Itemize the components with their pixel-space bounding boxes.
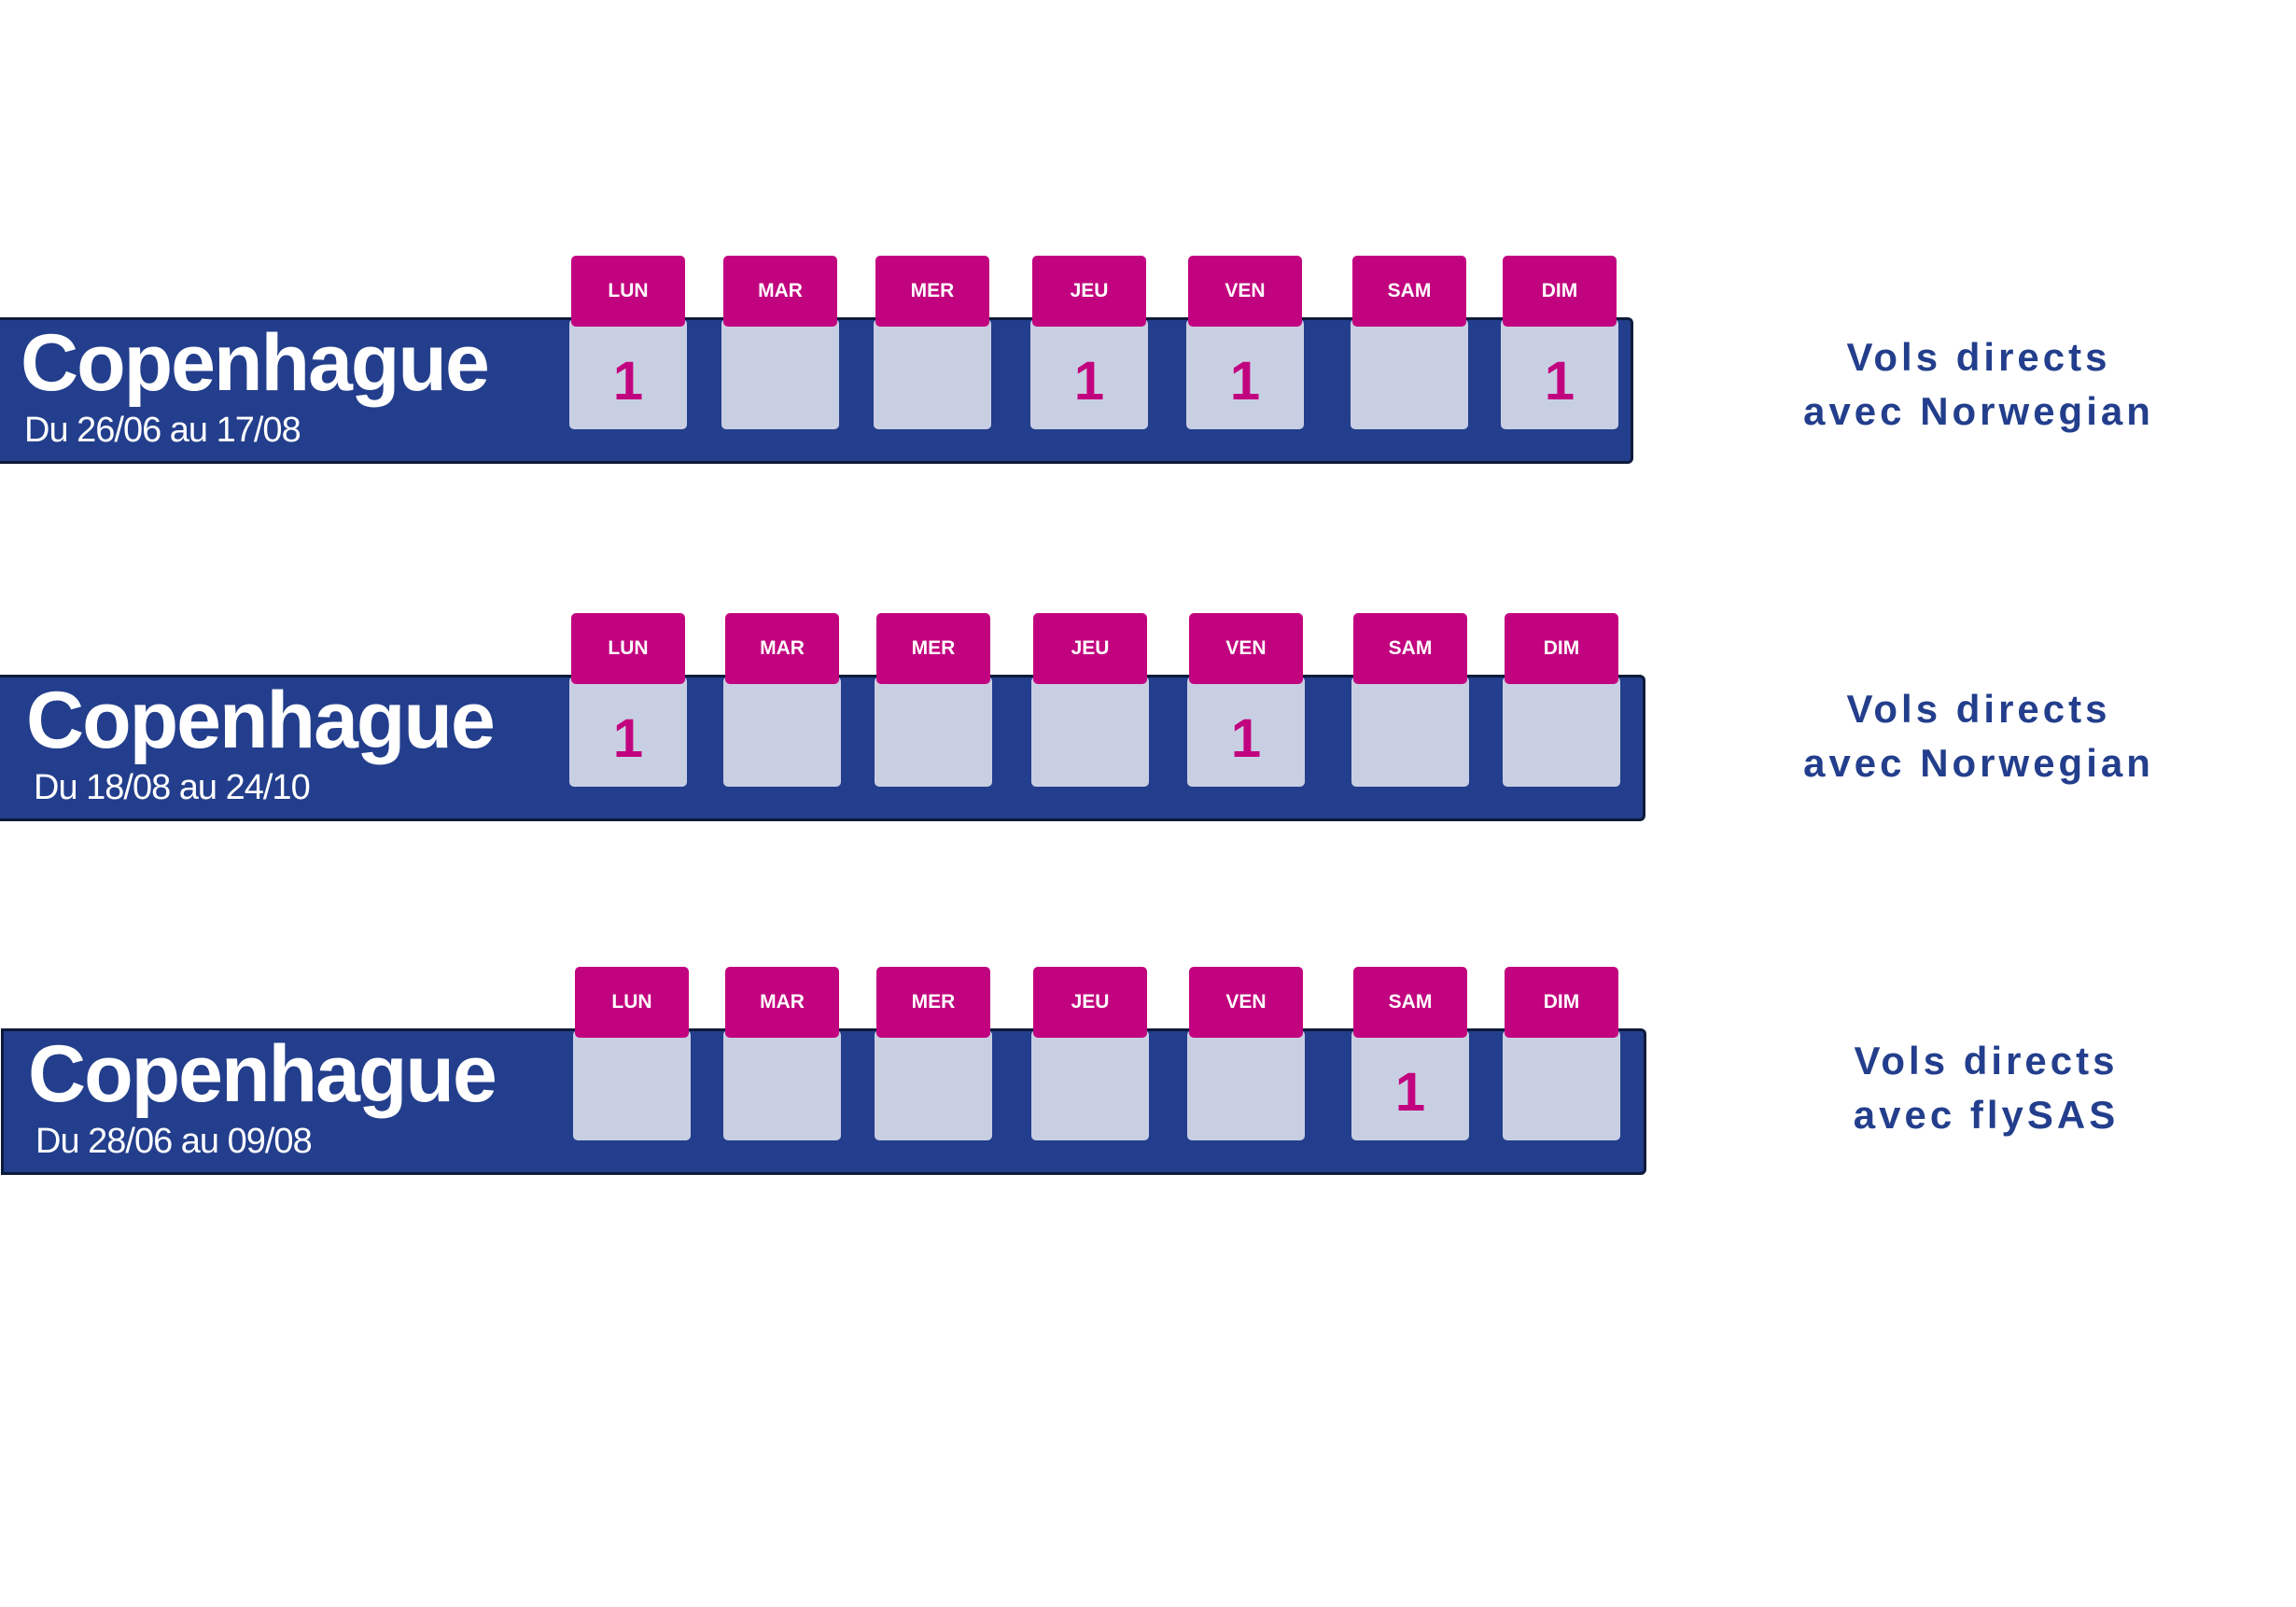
airline-note-line-2: avec Norwegian [1803,389,2154,433]
day-label: SAM [1353,613,1467,684]
route-dates: Du 18/08 au 24/10 [34,768,311,807]
day-flight-count [1503,677,1620,787]
day-label: JEU [1033,613,1147,684]
day-flight-count [874,319,991,429]
route-city: Copenhague [21,318,490,408]
route-dates: Du 28/06 au 09/08 [35,1122,313,1161]
schedule-row-3: Copenhague Du 28/06 au 09/08 LUN MAR MER… [0,967,2296,1209]
airline-note-line-1: Vols directs [1854,1039,2119,1083]
day-label: JEU [1033,967,1147,1038]
day-flight-count [1503,1030,1620,1140]
airline-note: Vols directs avec flySAS [1762,1034,2210,1142]
day-label: LUN [571,256,685,327]
route-dates: Du 26/06 au 17/08 [24,411,301,450]
day-flight-count: 1 [1187,677,1305,787]
day-label: MER [876,967,990,1038]
day-flight-count [1031,677,1149,787]
day-label: SAM [1352,256,1466,327]
day-flight-count [721,319,839,429]
airline-note-line-2: avec flySAS [1853,1093,2120,1137]
day-label: LUN [571,613,685,684]
airline-note: Vols directs avec Norwegian [1755,330,2203,439]
day-flight-count [723,677,841,787]
day-flight-count: 1 [569,319,687,429]
day-label: MER [875,256,989,327]
schedule-row-2: Copenhague Du 18/08 au 24/10 1 LUN MAR M… [0,613,2296,856]
day-flight-count [1351,677,1469,787]
day-flight-count: 1 [569,677,687,787]
day-label: LUN [575,967,689,1038]
day-flight-count [1031,1030,1149,1140]
day-flight-count [723,1030,841,1140]
airline-note-line-1: Vols directs [1846,687,2111,731]
day-label: SAM [1353,967,1467,1038]
day-flight-count: 1 [1351,1030,1469,1140]
day-label: DIM [1503,256,1617,327]
route-city: Copenhague [26,676,496,765]
day-label: VEN [1188,256,1302,327]
airline-note-line-1: Vols directs [1846,335,2111,379]
day-label: MAR [723,256,837,327]
day-label: MER [876,613,990,684]
airline-note-line-2: avec Norwegian [1803,741,2154,785]
day-flight-count [1187,1030,1305,1140]
day-label: MAR [725,613,839,684]
day-label: MAR [725,967,839,1038]
schedule-row-1: Copenhague Du 26/06 au 17/08 1 LUN MAR M… [0,256,2296,498]
airline-note: Vols directs avec Norwegian [1755,682,2203,790]
day-label: JEU [1032,256,1146,327]
day-flight-count: 1 [1501,319,1618,429]
day-label: DIM [1505,613,1618,684]
day-flight-count [1351,319,1468,429]
day-label: VEN [1189,967,1303,1038]
day-flight-count: 1 [1030,319,1148,429]
day-flight-count [875,677,992,787]
route-city: Copenhague [28,1029,497,1119]
day-flight-count [875,1030,992,1140]
day-label: VEN [1189,613,1303,684]
day-flight-count [573,1030,691,1140]
day-label: DIM [1505,967,1618,1038]
day-flight-count: 1 [1186,319,1304,429]
